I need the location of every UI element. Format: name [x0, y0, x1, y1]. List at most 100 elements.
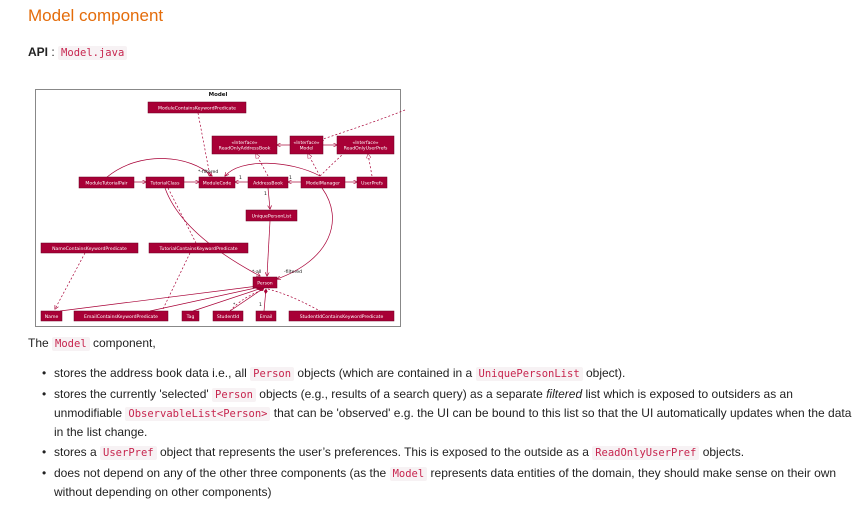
text-run: that can be 'observed' e.g. the UI can b… — [54, 406, 852, 439]
box-label: Person — [257, 280, 273, 286]
box-readonly-address-book: «Interface»ReadOnlyAddressBook — [211, 135, 278, 155]
box-label: ModuleCode — [203, 180, 232, 186]
inline-code: Model — [389, 467, 428, 481]
box-label: ReadOnlyUserPrefs — [344, 146, 388, 152]
box-label: «Interface» — [231, 140, 257, 146]
box-readonly-user-prefs: «Interface»ReadOnlyUserPrefs — [336, 135, 395, 155]
diagram-frame — [35, 89, 401, 327]
text-run: objects. — [699, 445, 745, 459]
box-label: TutorialContainsKeywordPredicate — [158, 246, 237, 252]
box-label: NameContainsKeywordPredicate — [52, 246, 127, 252]
box-label: StudentId — [217, 314, 239, 320]
box-rect — [255, 310, 277, 322]
box-label: ReadOnlyAddressBook — [219, 146, 271, 152]
box-rect — [212, 310, 244, 322]
box-name-contains-keyword-predicate: NameContainsKeywordPredicate — [40, 242, 139, 254]
text-run: does not depend on any of the other thre… — [54, 466, 390, 480]
diagram-boxes: ModuleContainsKeywordPredicate «Interfac… — [40, 101, 395, 322]
box-rect — [148, 242, 249, 254]
text-run: stores the currently 'selected' — [54, 387, 212, 401]
box-unique-person-list: UniquePersonList — [245, 209, 298, 222]
box-rect — [245, 209, 298, 222]
emphasis: filtered — [546, 387, 583, 401]
box-person: Person — [252, 276, 278, 289]
box-rect — [147, 101, 247, 114]
box-rect — [145, 176, 185, 189]
box-label: UniquePersonList — [252, 213, 292, 219]
box-model-manager: ModelManager — [300, 176, 346, 189]
text-run: object). — [582, 366, 626, 380]
box-tag: Tag — [181, 310, 200, 322]
text-run: stores a — [54, 445, 101, 459]
inline-code: ReadOnlyUserPref — [592, 446, 700, 460]
box-address-book: AddressBook — [247, 176, 289, 189]
inline-code: Person — [250, 367, 295, 381]
list-item: stores the address book data i.e., all P… — [42, 364, 857, 383]
label-all: *-all — [252, 269, 261, 275]
box-label: «Interface» — [352, 140, 378, 146]
inline-code: UserPref — [100, 446, 157, 460]
inline-code: Person — [212, 388, 256, 402]
box-email-contains-keyword-predicate: EmailContainsKeywordPredicate — [73, 310, 169, 322]
text-run: list which is exposed to outsiders as an… — [54, 387, 793, 420]
diagram-frame-title: Model — [209, 92, 228, 98]
text-run: represents data entities of the domain, … — [54, 466, 837, 499]
intro-code: Model — [52, 337, 90, 351]
box-rect — [78, 176, 135, 189]
model-responsibilities-list: stores the address book data i.e., all P… — [28, 364, 857, 503]
inline-code: ObservableList<Person> — [125, 407, 271, 421]
label-mult-c: 1 — [264, 191, 267, 197]
box-tutorial-contains-keyword-predicate: TutorialContainsKeywordPredicate — [148, 242, 249, 254]
box-rect — [252, 276, 278, 289]
label-mult-b: 1 — [289, 175, 292, 181]
box-rect — [73, 310, 169, 322]
intro-post: component, — [92, 336, 156, 350]
box-name: Name — [40, 310, 63, 322]
box-studentid-contains-keyword-predicate: StudentIdContainsKeywordPredicate — [288, 310, 395, 322]
box-rect — [356, 176, 388, 189]
section-heading: Model component — [28, 6, 164, 25]
diagram-edges — [55, 109, 406, 312]
box-label: Model — [300, 146, 314, 152]
label-mult-e: 1 — [259, 302, 262, 308]
intro-line: The Model component, — [28, 336, 156, 351]
box-rect — [289, 135, 324, 155]
text-run: objects (which are contained in a — [294, 366, 476, 380]
box-tutorial-class: TutorialClass — [145, 176, 185, 189]
box-model-interface: «Interface»Model — [289, 135, 324, 155]
list-item: stores the currently 'selected' Person o… — [42, 385, 857, 441]
box-label: Email — [260, 314, 273, 320]
box-email: Email — [255, 310, 277, 322]
text-run: objects (e.g., results of a search query… — [255, 387, 547, 401]
label-mult-d: * — [233, 302, 236, 308]
box-rect — [247, 176, 289, 189]
box-rect — [288, 310, 395, 322]
box-label: EmailContainsKeywordPredicate — [84, 314, 158, 320]
box-user-prefs: UserPrefs — [356, 176, 388, 189]
inline-code: UniquePersonList — [475, 367, 583, 381]
box-label: Tag — [186, 314, 195, 320]
box-module-code: ModuleCode — [198, 176, 236, 189]
model-java-link[interactable]: Model.java — [58, 45, 128, 60]
label-mult-a: 1 — [239, 175, 242, 181]
box-label: TutorialClass — [150, 180, 181, 186]
box-student-id: StudentId — [212, 310, 244, 322]
model-java-code: Model.java — [58, 46, 128, 60]
box-label: AddressBook — [253, 180, 283, 186]
api-line: API : Model.java — [28, 45, 128, 60]
list-item: does not depend on any of the other thre… — [42, 464, 857, 501]
box-rect — [181, 310, 200, 322]
box-rect — [40, 242, 139, 254]
text-run: object that represents the user’s prefer… — [156, 445, 593, 459]
box-label: Name — [45, 314, 59, 320]
box-label: ModelManager — [306, 180, 340, 186]
text-run: stores the address book data i.e., all — [54, 366, 251, 380]
box-rect — [40, 310, 63, 322]
box-label: StudentIdContainsKeywordPredicate — [300, 314, 384, 320]
box-label: ModuleContainsKeywordPredicate — [158, 105, 236, 111]
box-module-contains-keyword-predicate: ModuleContainsKeywordPredicate — [147, 101, 247, 114]
box-rect — [336, 135, 395, 155]
diagram-edge-labels: *-filtered -filtered *-all 1 1 1 * 1 — [198, 169, 302, 308]
